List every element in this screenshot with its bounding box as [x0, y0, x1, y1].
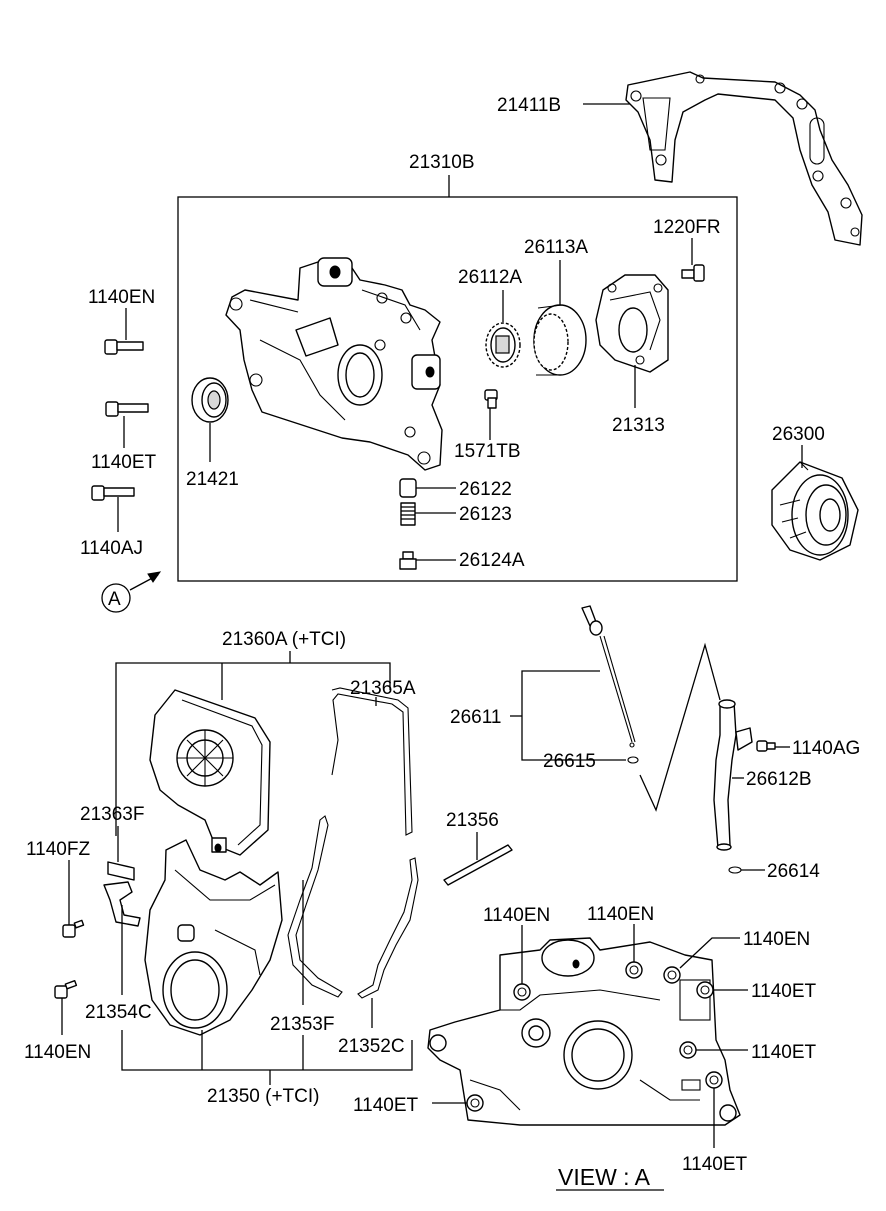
plunger-26122 [399, 478, 417, 498]
view-a-title: VIEW : A [558, 1164, 651, 1190]
label-1140et-a: 1140ET [91, 452, 157, 473]
bearing-21421 [191, 377, 229, 423]
label-21360a: 21360A (+TCI) [222, 629, 346, 650]
label-1140en-b: 1140EN [24, 1042, 91, 1063]
label-1140en-c: 1140EN [483, 905, 550, 926]
strip-21356 [443, 844, 513, 886]
label-1220fr: 1220FR [653, 217, 721, 238]
guide-tube-26612b [713, 699, 753, 851]
arrow-icon [147, 571, 162, 583]
label-1140et-c: 1140ET [751, 1042, 817, 1063]
spring-26123 [400, 502, 416, 526]
label-21411b: 21411B [497, 95, 561, 116]
label-26112a: 26112A [458, 267, 522, 288]
view-a-housing [427, 937, 741, 1126]
label-21365a: 21365A [350, 678, 416, 699]
bolt-1140en-top [104, 339, 144, 355]
label-26300: 26300 [772, 424, 825, 445]
label-26614: 26614 [767, 861, 820, 882]
label-21356: 21356 [446, 810, 499, 831]
gear-26112a [485, 322, 521, 368]
label-21421: 21421 [186, 469, 239, 490]
bolt-1140fz [62, 919, 85, 938]
gasket-21352c [357, 857, 419, 999]
label-1140et-d: 1140ET [353, 1095, 419, 1116]
rotor-26113a [533, 304, 587, 376]
bolt-1140ag [756, 740, 776, 752]
label-21354c: 21354C [85, 1002, 152, 1023]
label-1140aj: 1140AJ [80, 538, 143, 559]
gasket-21353f [287, 815, 343, 998]
seal-21365a [331, 687, 413, 836]
cover-21313 [595, 274, 669, 373]
label-26122: 26122 [459, 479, 512, 500]
plug-26124a [399, 551, 417, 570]
label-26124a: 26124A [459, 550, 525, 571]
label-26123: 26123 [459, 504, 512, 525]
oring-26614 [728, 866, 742, 874]
label-1571tb: 1571TB [454, 441, 521, 462]
clip-21363f [107, 861, 135, 881]
label-26611: 26611 [450, 707, 501, 728]
upper-timing-cover [149, 689, 271, 856]
break-line [639, 642, 721, 812]
screw-1571tb [484, 389, 498, 409]
view-callout-circle [101, 583, 131, 613]
label-1140et-b: 1140ET [751, 981, 817, 1002]
bracket-21354c [103, 881, 141, 927]
oil-pump-housing [225, 257, 443, 471]
label-21350: 21350 (+TCI) [207, 1086, 319, 1107]
bolt-1140aj [91, 485, 135, 501]
label-1140en-a: 1140EN [88, 287, 155, 308]
label-1140fz: 1140FZ [26, 839, 90, 860]
oring-26615 [627, 756, 639, 764]
label-21352c: 21352C [338, 1036, 405, 1057]
dipstick-26611 [581, 605, 636, 748]
label-1140et-e: 1140ET [682, 1154, 748, 1175]
view-callout-letter: A [108, 589, 121, 610]
label-21363f: 21363F [80, 804, 144, 825]
label-1140en-d: 1140EN [587, 904, 654, 925]
label-26113a: 26113A [524, 237, 588, 258]
label-1140en-e: 1140EN [743, 929, 810, 950]
bolt-1140et-left [105, 401, 149, 417]
label-21353f: 21353F [270, 1014, 334, 1035]
assembly-box-21310b [177, 196, 738, 582]
screw-1220fr [681, 264, 705, 282]
label-26612b: 26612B [746, 769, 812, 790]
oil-filter-26300 [771, 461, 859, 561]
label-26615: 26615 [543, 751, 596, 772]
label-1140ag: 1140AG [792, 738, 860, 759]
label-21310b: 21310B [409, 152, 475, 173]
bolt-1140en-small [54, 980, 78, 999]
gasket-21411b [625, 71, 863, 246]
lower-timing-cover [144, 839, 283, 1036]
label-21313: 21313 [612, 415, 665, 436]
